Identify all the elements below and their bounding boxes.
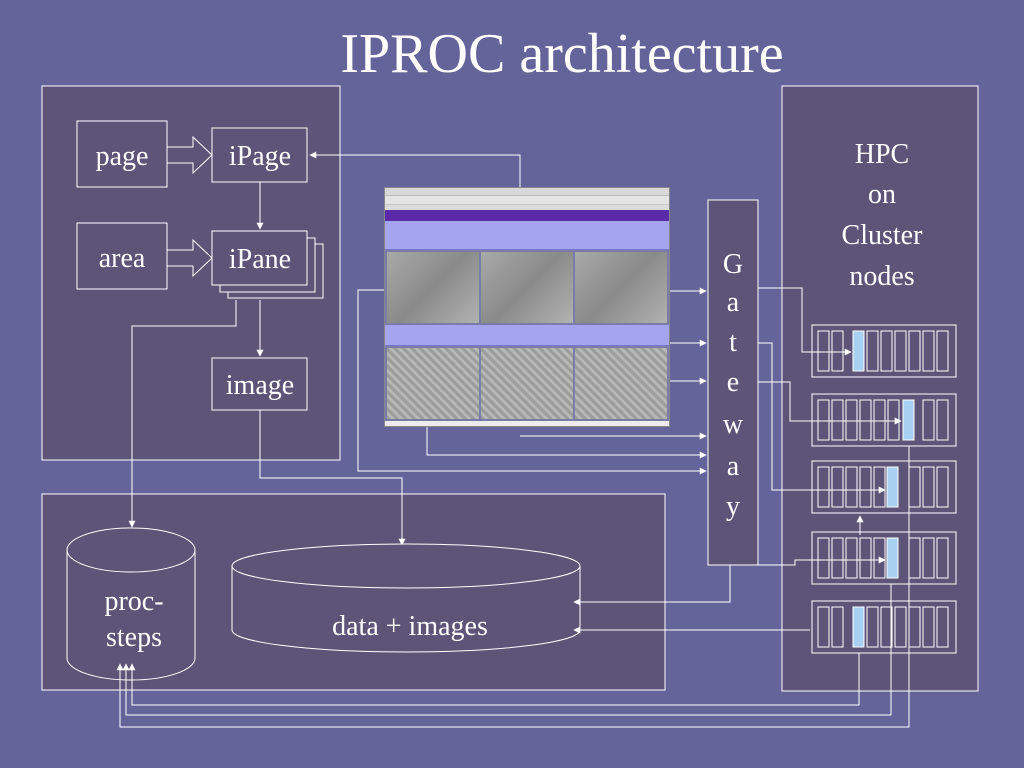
micrograph-thumbnail	[387, 348, 479, 419]
procsteps-label-line2: steps	[106, 622, 162, 653]
page-to-ipage-arrow	[166, 135, 213, 175]
gateway-to-node-3	[758, 342, 886, 494]
gateway-letter-6: a	[727, 451, 740, 482]
ipane-label: iPane	[229, 244, 291, 275]
gateway-letter-2: a	[727, 287, 740, 318]
screenshot-image-row-1	[385, 250, 669, 325]
node-to-procsteps-3	[116, 446, 910, 728]
screenshot-controls-1	[385, 221, 669, 250]
gateway-letter-5: w	[723, 409, 744, 440]
ipage-label: iPage	[229, 141, 291, 172]
gateway-to-node-1	[758, 287, 852, 356]
gateway-letter-7: y	[726, 491, 740, 522]
gateway-letter-4: e	[727, 367, 739, 398]
gateway-letter-3: t	[729, 327, 737, 358]
cluster-title-line4: nodes	[849, 261, 914, 292]
screenshot-to-gateway-5	[426, 427, 707, 459]
screenshot-titlebar	[385, 188, 669, 195]
page-label: page	[96, 141, 149, 172]
screenshot-controls-2	[385, 325, 669, 346]
procsteps-label-line1: proc-	[104, 586, 163, 617]
page-title: IPROC architecture	[340, 23, 784, 85]
ipane-box	[211, 230, 308, 286]
image-analyzer-screenshot	[384, 187, 670, 427]
micrograph-thumbnail	[575, 252, 667, 323]
micrograph-thumbnail	[481, 252, 573, 323]
screenshot-url-bar	[385, 195, 669, 204]
cluster-title-line1: HPC	[855, 139, 909, 170]
micrograph-thumbnail	[481, 348, 573, 419]
data-images-cylinder	[231, 543, 581, 653]
node-to-procsteps-2	[122, 584, 892, 716]
procsteps-cylinder	[66, 527, 196, 681]
gateway-to-node-4	[730, 556, 886, 566]
data-images-label: data + images	[332, 611, 488, 642]
area-to-ipane-arrow	[166, 238, 213, 278]
gateway-to-data-arrow	[573, 565, 731, 606]
node-rack-2	[811, 393, 957, 447]
cluster-title-line3: Cluster	[842, 220, 924, 251]
cluster-title-line2: on	[868, 179, 896, 210]
screenshot-to-gateway-6	[357, 289, 707, 475]
gateway-box	[707, 199, 759, 566]
ipane-to-procsteps-arrow	[128, 300, 237, 528]
image-to-data-arrow	[259, 410, 406, 546]
cluster-panel	[781, 85, 979, 692]
screenshot-image-row-2	[385, 346, 669, 421]
micrograph-thumbnail	[575, 348, 667, 419]
node-rack-1	[811, 324, 957, 378]
gateway-to-node-2	[758, 381, 902, 425]
screenshot-bookmarks-bar	[385, 204, 669, 210]
storage-panel	[41, 493, 666, 691]
gateway-to-ipage-arrow	[309, 151, 521, 187]
area-label: area	[99, 243, 146, 274]
node-rack-3	[811, 460, 957, 514]
gateway-letter-1: G	[723, 249, 743, 280]
node-to-procsteps-1	[128, 653, 860, 706]
image-label: image	[226, 370, 294, 401]
screenshot-top-bar	[385, 210, 669, 221]
node-rack-5	[811, 600, 957, 654]
micrograph-thumbnail	[387, 252, 479, 323]
